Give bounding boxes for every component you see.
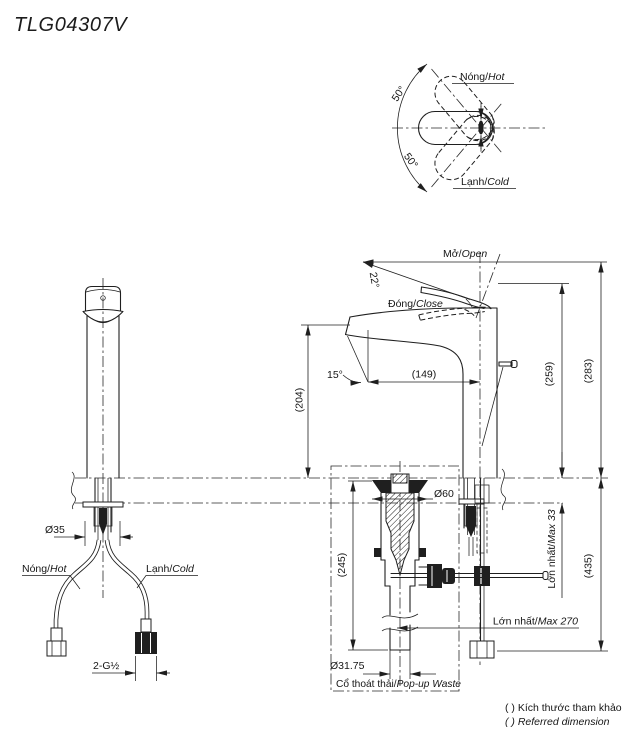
side-view: 22° Mở/Open Đóng/Close 15° (149) (204) (… bbox=[294, 248, 607, 665]
front-view: Ø35 Nóng/Hot Lạnh/Cold 2-G½ bbox=[22, 278, 198, 681]
popup-waste-caption: Cổ thoát thải/Pop-up Waste bbox=[336, 678, 461, 690]
label-cold-leader bbox=[136, 575, 198, 589]
pipe-break-upper bbox=[381, 613, 419, 619]
hose-cold-nut bbox=[135, 632, 157, 654]
dim-flange-dia: Ø60 bbox=[434, 488, 454, 500]
label-cold-front: Lạnh/Cold bbox=[146, 563, 195, 575]
legend-line-1: ( ) Kích thước tham khảo bbox=[505, 702, 622, 714]
linkage-rod-cap bbox=[542, 571, 549, 580]
legend-line-2: ( ) Referred dimension bbox=[505, 716, 610, 728]
mounting-washer bbox=[82, 501, 124, 508]
label-cold-topview: Lạnh/Cold bbox=[461, 176, 510, 188]
waste-core-section bbox=[385, 492, 415, 577]
rod-guide bbox=[474, 484, 490, 504]
angle-22: 22° bbox=[367, 271, 382, 289]
tube-lug-right bbox=[419, 548, 426, 557]
rod-guide-dashed bbox=[476, 507, 488, 554]
popup-waste-assembly: Ø60 (245) Ø31.75 Cổ thoát thải/Pop-up Wa… bbox=[330, 461, 461, 692]
counter-deck bbox=[70, 468, 608, 511]
collar-shade bbox=[91, 318, 115, 324]
cap-button bbox=[100, 295, 106, 301]
drain-flange-right bbox=[409, 480, 428, 493]
spout-tip-face bbox=[344, 316, 351, 336]
drain-flange-left bbox=[372, 480, 391, 493]
tube-lug-left bbox=[374, 548, 381, 557]
dim-waste-height: (245) bbox=[336, 553, 348, 578]
tee-cap bbox=[442, 568, 455, 584]
hose-cold bbox=[104, 539, 150, 619]
side-below-counter: Lớn nhất/Max 33 (435) Lớn nhất/Max 270 bbox=[390, 452, 608, 659]
break-squiggle-right bbox=[500, 468, 506, 511]
pivot-dot bbox=[478, 120, 484, 135]
popup-waste-box bbox=[330, 465, 460, 692]
page-title: TLG04307V bbox=[14, 14, 128, 36]
spout-top-and-body-right bbox=[349, 307, 498, 479]
drain-plug-head bbox=[392, 473, 408, 484]
angle-50-upper: 50° bbox=[390, 84, 409, 104]
hose-hot bbox=[53, 539, 102, 628]
valve-tip bbox=[99, 508, 107, 535]
dim-total-height: (283) bbox=[583, 359, 595, 384]
handle-open-dashed bbox=[418, 306, 492, 321]
popup-lever-knob bbox=[510, 359, 518, 369]
rod-clamp bbox=[474, 566, 490, 586]
collar-top bbox=[82, 308, 124, 313]
label-hot-leader bbox=[22, 575, 81, 590]
handle-cap-top-arc bbox=[85, 289, 121, 293]
collar-skirt bbox=[82, 311, 124, 323]
label-close: Đóng/Close bbox=[388, 298, 443, 310]
hose-cold-ferrule bbox=[140, 618, 152, 633]
popup-lever-pin bbox=[498, 361, 513, 367]
side-valve-tip bbox=[466, 506, 476, 537]
dim-max-deck: Lớn nhất/Max 33 bbox=[546, 509, 558, 588]
dim-under-counter: (435) bbox=[583, 554, 595, 579]
rotation-arc bbox=[397, 63, 428, 193]
dim-tail-dia: Ø31.75 bbox=[330, 660, 365, 672]
popup-rod-inside bbox=[481, 366, 504, 447]
dim-thread: 2-G½ bbox=[93, 660, 120, 672]
dim-spout-reach: (149) bbox=[412, 369, 437, 381]
hose-hot-ferrule bbox=[50, 627, 63, 642]
dim-max-rod: Lớn nhất/Max 270 bbox=[493, 616, 578, 628]
rod-end-nut bbox=[469, 640, 495, 659]
top-view-handle-rotation: Nóng/Hot Lạnh/Cold 50° 50° bbox=[390, 63, 545, 193]
angle-15-leader bbox=[342, 374, 362, 386]
label-open: Mở/Open bbox=[443, 248, 487, 260]
legend: ( ) Kích thước tham khảo ( ) Referred di… bbox=[505, 702, 622, 728]
label-hot-topview: Nóng/Hot bbox=[460, 71, 505, 83]
handle-cap bbox=[84, 285, 122, 312]
angle-50-lower: 50° bbox=[401, 151, 420, 171]
open-axis-chain bbox=[475, 253, 501, 319]
dim-body-dia: Ø35 bbox=[45, 524, 65, 536]
angle-15: 15° bbox=[327, 369, 343, 381]
break-squiggle-left bbox=[70, 471, 76, 510]
hose-hot-nut bbox=[46, 640, 67, 657]
dim-spout-height: (204) bbox=[294, 388, 306, 413]
dim-handle-height: (259) bbox=[544, 362, 556, 387]
label-hot-front: Nóng/Hot bbox=[22, 563, 67, 575]
tee-nut bbox=[427, 564, 442, 588]
close-position-line bbox=[362, 261, 471, 300]
pipe-break-lower bbox=[381, 626, 419, 632]
spout-underside-and-body-left bbox=[344, 333, 464, 479]
